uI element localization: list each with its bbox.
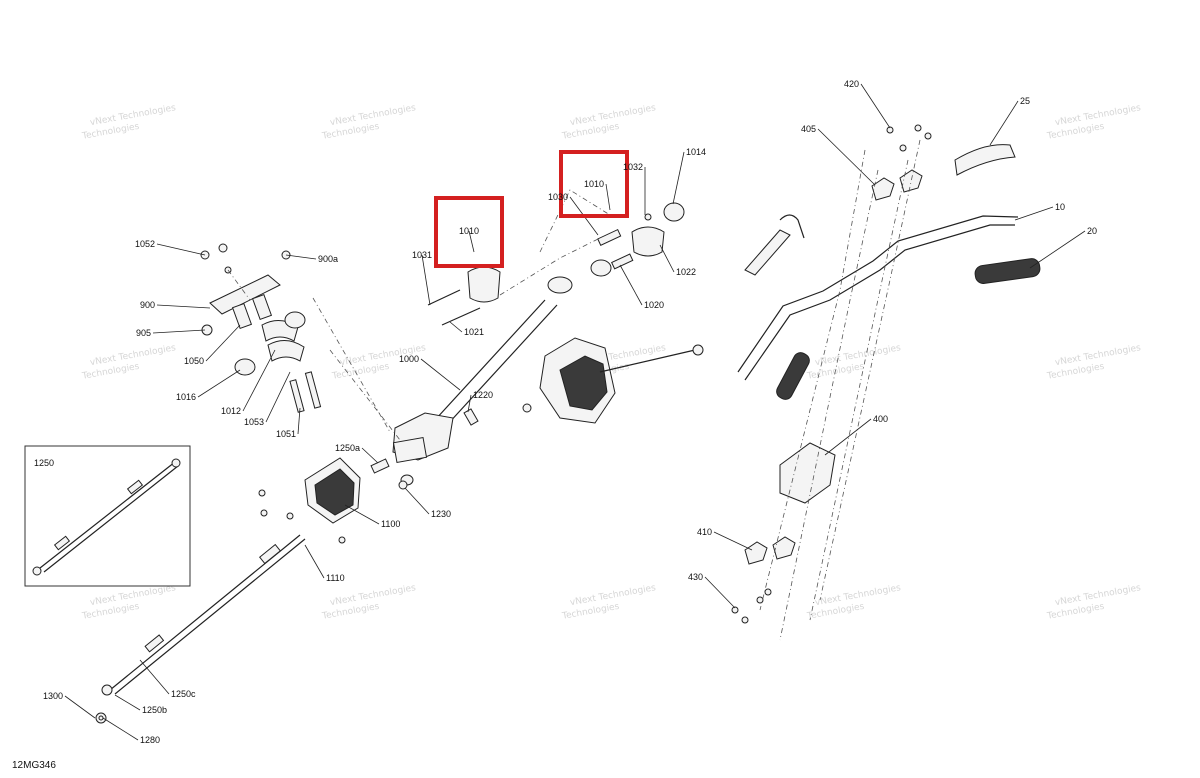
leader-line-900a [285,254,317,260]
part-label-1250b: 1250b [142,705,167,715]
part-label-900: 900 [140,300,155,310]
leader-line-1052 [156,243,206,256]
highlight-boxes [434,150,629,268]
leader-line-1021 [449,321,463,333]
part-label-1020: 1020 [644,300,664,310]
part-label-1010: 1010 [459,226,479,236]
leader-line-900 [156,304,211,309]
leader-line-1300 [64,695,96,719]
leader-line-20 [1029,230,1086,269]
part-label-20: 20 [1087,226,1097,236]
part-label-1100: 1100 [381,519,400,529]
steering-column [392,276,573,490]
part-label-430: 430 [688,572,703,582]
part-label-1300: 1300 [43,691,63,701]
part-label-400: 400 [873,414,888,424]
handlebar-assembly [731,124,1041,624]
part-label-905: 905 [136,328,151,338]
leader-line-1000 [420,358,461,391]
leader-line-420 [860,83,891,129]
leader-lines [64,83,1086,741]
assembly-axes [227,139,921,641]
leader-line-1250b [114,694,141,711]
gear-housing [258,337,704,544]
upper-bearing-parts [427,202,685,326]
leader-line-1010 [468,230,475,253]
part-label-1030: 1030 [548,192,568,202]
part-label-1016: 1016 [176,392,196,402]
part-label-1052: 1052 [135,239,155,249]
part-label-1250c: 1250c [171,689,196,699]
leader-line-1016 [197,369,241,398]
tie-rod [95,534,306,724]
part-label-405: 405 [801,124,816,134]
part-label-1012: 1012 [221,406,241,416]
leader-line-1050 [205,324,241,362]
leader-line-1100 [344,504,380,525]
leader-line-410 [713,531,753,551]
leader-line-1010 [605,183,611,211]
leader-line-1250c [139,659,170,695]
leader-line-1012 [242,349,276,412]
inset-box [24,445,191,587]
part-label-1053: 1053 [244,417,264,427]
part-label-410: 410 [697,527,712,537]
leader-line-10 [1014,206,1054,221]
leader-line-905 [152,329,206,334]
highlight-box-1010-left [434,196,504,268]
leader-line-1031 [421,254,431,306]
leader-line-1020 [619,264,643,306]
part-label-1220: 1220 [473,390,493,400]
highlight-box-1010-right [559,150,629,218]
leader-line-1230 [404,487,430,515]
part-label-1050: 1050 [184,356,204,366]
part-label-900a: 900a [318,254,338,264]
part-label-1021: 1021 [464,327,484,337]
part-label-1031: 1031 [412,250,432,260]
part-label-1230: 1230 [431,509,451,519]
leader-line-1053 [265,371,291,423]
inset-label: 1250 [34,458,54,468]
leader-line-25 [989,100,1019,146]
part-label-1000: 1000 [399,354,419,364]
part-label-1250a: 1250a [335,443,360,453]
left-clamp-assembly [200,243,322,413]
part-label-1051: 1051 [276,429,296,439]
leader-line-1250a [361,447,379,464]
leader-line-400 [824,418,872,456]
part-label-10: 10 [1055,202,1065,212]
part-label-1110: 1110 [326,573,345,583]
leader-line-1110 [304,544,325,579]
leader-line-1051 [297,407,301,435]
leader-line-1280 [102,717,139,741]
leader-line-1220 [467,394,472,413]
part-label-420: 420 [844,79,859,89]
part-label-1014: 1014 [686,147,706,157]
leader-line-430 [704,576,736,609]
part-label-1032: 1032 [623,162,643,172]
part-label-1010: 1010 [584,179,604,189]
leader-line-1022 [659,244,675,273]
leader-line-1014 [672,151,685,205]
part-label-25: 25 [1020,96,1030,106]
part-label-1280: 1280 [140,735,160,745]
leader-line-405 [817,128,876,186]
part-label-1022: 1022 [676,267,696,277]
drawing-code: 12MG346 [12,760,56,771]
